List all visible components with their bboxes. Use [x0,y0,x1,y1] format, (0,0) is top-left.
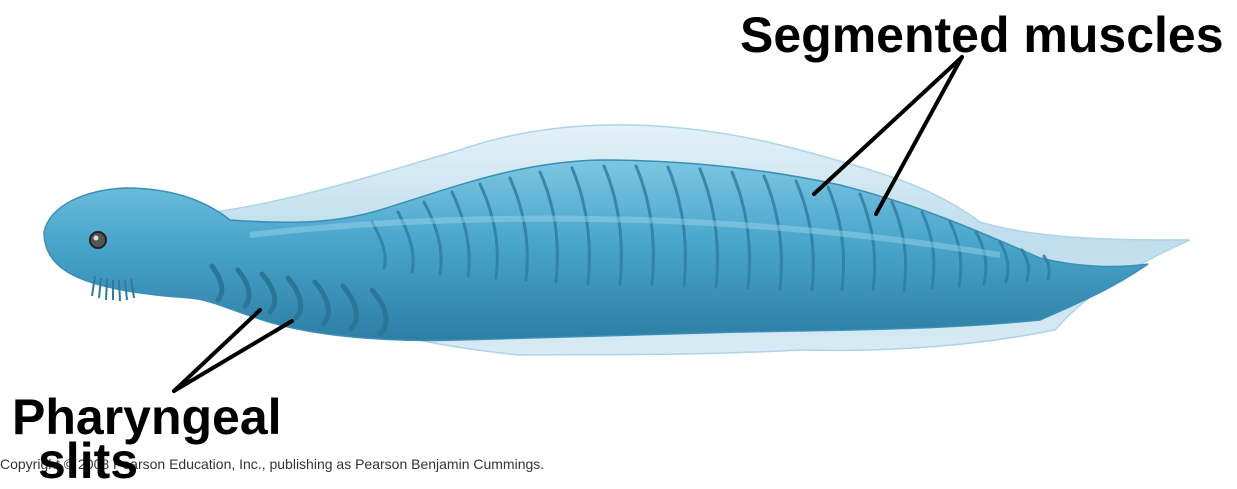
label-slits: slits [38,436,138,486]
label-segmented-muscles: Segmented muscles [740,10,1224,60]
eye [90,232,106,248]
